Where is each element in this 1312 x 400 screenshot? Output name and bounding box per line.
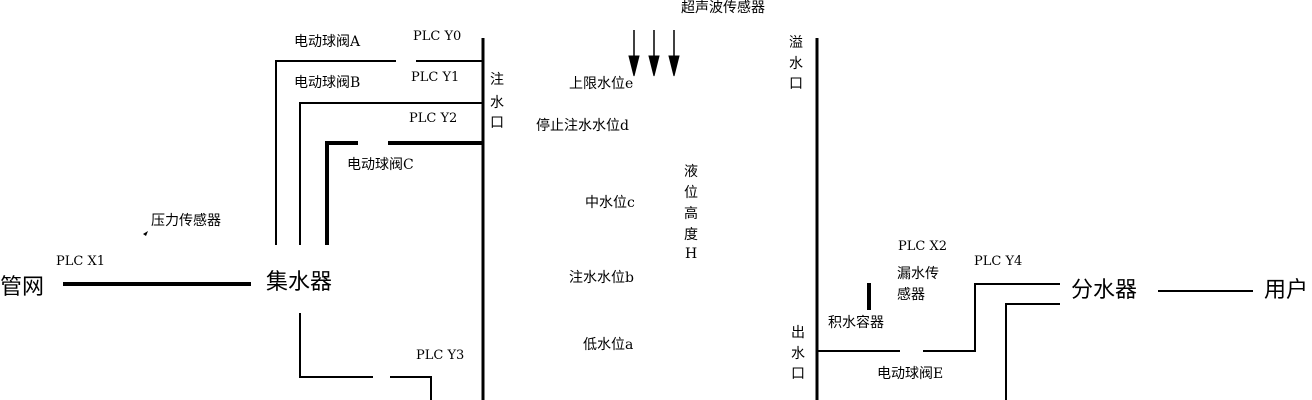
valve-y3-pipe xyxy=(390,376,432,400)
overflow-char-1: 溢 xyxy=(789,35,803,51)
distributor-label: 分水器 xyxy=(1071,278,1137,303)
pipe-lines xyxy=(63,38,1253,400)
inlet-char-2: 水 xyxy=(490,95,504,111)
liquid-height-char-4: 度 xyxy=(684,227,698,243)
liquid-height-char-5: H xyxy=(685,246,697,262)
lower-branch-pipe xyxy=(299,313,373,378)
ultrasonic-arrows xyxy=(628,30,680,77)
user-label: 用户 xyxy=(1264,278,1308,303)
inlet-char-3: 口 xyxy=(490,115,504,131)
valve-e-label: 电动球阀E xyxy=(877,366,943,382)
outlet-char-1: 出 xyxy=(791,325,805,341)
leak-sensor-label-line-1: 漏水传 xyxy=(897,266,939,282)
plc-y0-label: PLC Y0 xyxy=(413,29,461,44)
ultrasonic-arrowhead-1 xyxy=(628,55,640,77)
overflow-char-2: 水 xyxy=(789,56,803,72)
level-c-label: 中水位c xyxy=(585,195,635,211)
overflow-char-3: 口 xyxy=(789,76,803,92)
plc-y1-label: PLC Y1 xyxy=(411,70,459,85)
plc-y2-label: PLC Y2 xyxy=(409,111,457,126)
inlet-char-1: 注 xyxy=(490,72,504,88)
plc-y3-label: PLC Y3 xyxy=(416,348,464,363)
valve-b-label: 电动球阀B xyxy=(294,75,360,91)
pressure-sensor-marker xyxy=(143,231,148,236)
outlet-char-2: 水 xyxy=(791,346,805,362)
level-a-label: 低水位a xyxy=(583,337,633,353)
pipe-network-label: 管网 xyxy=(0,275,44,300)
pressure-sensor-label: 压力传感器 xyxy=(151,212,221,229)
valve-e-pipe xyxy=(923,283,1060,352)
level-e-label: 上限水位e xyxy=(569,76,633,92)
valve-c-pipe xyxy=(325,141,358,245)
level-b-label: 注水水位b xyxy=(569,270,634,286)
level-d-label: 停止注水水位d xyxy=(536,117,629,134)
plc-y4-label: PLC Y4 xyxy=(974,254,1022,269)
collector-label: 集水器 xyxy=(266,270,332,295)
distributor-return-pipe xyxy=(1005,303,1060,400)
liquid-height-char-2: 位 xyxy=(684,185,698,201)
plc-x1-label: PLC X1 xyxy=(56,254,105,269)
plc-x2-label: PLC X2 xyxy=(898,239,947,254)
ultrasonic-sensor-label: 超声波传感器 xyxy=(681,0,765,16)
outlet-char-3: 口 xyxy=(791,366,805,382)
valve-a-pipe xyxy=(275,60,396,245)
liquid-height-char-3: 高 xyxy=(684,205,698,222)
valve-a-label: 电动球阀A xyxy=(294,34,361,50)
liquid-height-char-1: 液 xyxy=(684,164,698,180)
ultrasonic-arrowhead-2 xyxy=(648,55,660,77)
leak-sensor-label-line-2: 感器 xyxy=(897,286,925,303)
ultrasonic-arrowhead-3 xyxy=(668,55,680,77)
valve-b-pipe xyxy=(299,102,392,245)
valve-c-label: 电动球阀C xyxy=(347,157,414,173)
catch-container-label: 积水容器 xyxy=(828,314,884,331)
